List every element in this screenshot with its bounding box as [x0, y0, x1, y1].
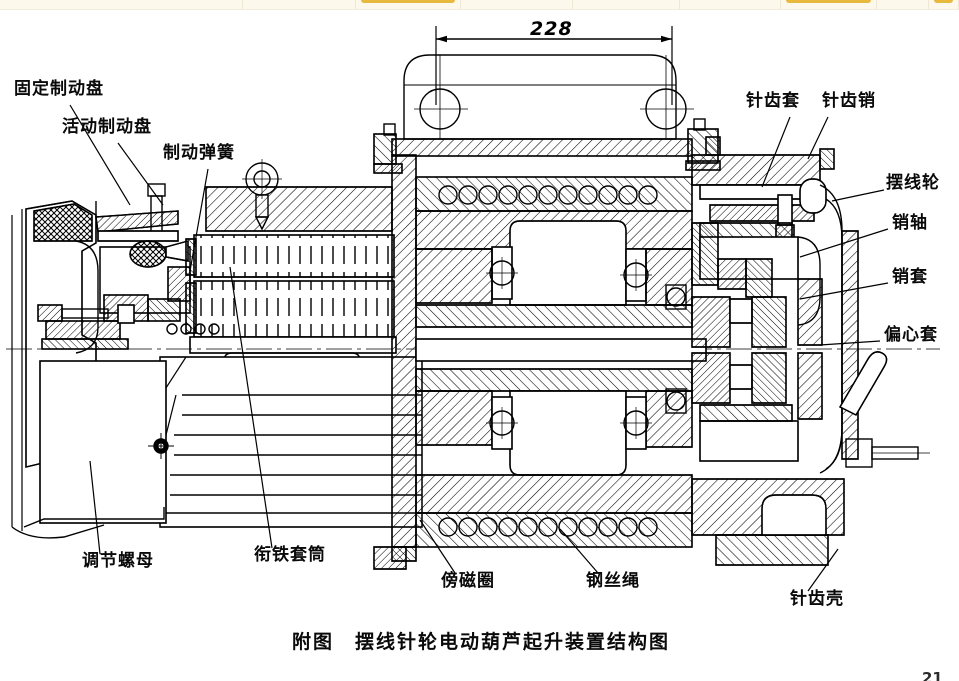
label-pin-bushing: 销套 [892, 267, 928, 287]
toolbar-segment-highlight-6 [786, 0, 871, 3]
rope-grooves-upper [438, 185, 658, 205]
leader-magnet-ring [419, 519, 456, 574]
mounting-bracket [403, 54, 694, 140]
motor-housing-lower [11, 209, 423, 539]
leader-pin-gear-housing [807, 548, 839, 592]
dimension-value: 228 [530, 18, 573, 40]
gearbox-body [391, 154, 707, 548]
leader-pin-bushing [799, 282, 889, 300]
label-brake-spring: 制动弹簧 [163, 143, 235, 163]
motor-stator [185, 234, 397, 354]
technical-drawing: 228 固定制动盘 活动制动盘 制动弹簧 针齿套 针齿销 摆线轮 销轴 销套 偏… [0, 9, 959, 681]
toolbar-segment-5[interactable] [680, 0, 781, 9]
gearbox-top-flange [373, 118, 721, 174]
leader-movable-brake-disc [117, 142, 164, 206]
leader-pin-gear-pin [807, 116, 829, 160]
toolbar-segment-0[interactable] [0, 0, 243, 9]
label-movable-brake-disc: 活动制动盘 [62, 117, 152, 137]
label-armature-sleeve: 衔铁套筒 [254, 545, 326, 565]
toolbar-segment-3[interactable] [461, 0, 573, 9]
label-adjusting-nut: 调节螺母 [82, 551, 154, 571]
label-pin-gear-sleeve: 针齿套 [746, 91, 800, 111]
leader-cycloidal-gear [831, 189, 885, 202]
leader-brake-spring [189, 168, 209, 272]
toolbar-segment-7[interactable] [877, 0, 929, 9]
label-pin-gear-housing: 针齿壳 [790, 589, 844, 609]
gearbox-foot [373, 546, 417, 570]
plate-center-mark [148, 433, 174, 459]
toolbar-segment-6[interactable] [781, 0, 877, 9]
toolbar-segment-4[interactable] [573, 0, 680, 9]
brake-bolt [147, 183, 166, 237]
leader-armature-sleeve [229, 266, 273, 549]
adjusting-nut-part [37, 304, 129, 350]
motor-housing-upper [147, 159, 393, 237]
housing-bolt [845, 438, 930, 468]
label-cycloidal-gear: 摆线轮 [886, 173, 940, 193]
page-number: 21 [922, 669, 943, 681]
toolbar-segment-1[interactable] [243, 0, 356, 9]
leader-fixed-brake-disc [69, 104, 131, 206]
toolbar-segment-8[interactable] [929, 0, 959, 9]
pin-gear-pin-part [799, 178, 827, 214]
label-pin-gear-pin: 针齿销 [822, 91, 876, 111]
figure-caption: 附图 摆线针轮电动葫芦起升装置结构图 [292, 631, 671, 653]
reducer-bearings [665, 284, 687, 414]
cycloidal-reducer [665, 136, 930, 566]
label-eccentric-sleeve: 偏心套 [884, 325, 938, 345]
toolbar-segment-highlight-8 [934, 0, 953, 3]
toolbar-segment-highlight-2 [361, 0, 455, 3]
eye-bolt [242, 159, 282, 231]
label-pin-shaft: 销轴 [892, 213, 928, 233]
label-leaders [69, 104, 889, 592]
brake-hub [103, 266, 191, 324]
label-steel-wire-rope: 钢丝绳 [586, 571, 640, 591]
drum-bearings-upper [486, 246, 652, 302]
label-fixed-brake-disc: 固定制动盘 [14, 79, 104, 99]
drum-bearings-lower [486, 396, 652, 450]
leader-pin-gear-sleeve [761, 116, 791, 188]
leader-adjusting-nut [89, 460, 101, 555]
label-magnet-ring: 傍磁圈 [441, 571, 495, 591]
leader-steel-wire-rope [559, 528, 599, 574]
leader-eccentric-sleeve [819, 340, 881, 346]
toolbar-segment-2[interactable] [356, 0, 461, 9]
leader-pin-shaft [799, 228, 889, 258]
